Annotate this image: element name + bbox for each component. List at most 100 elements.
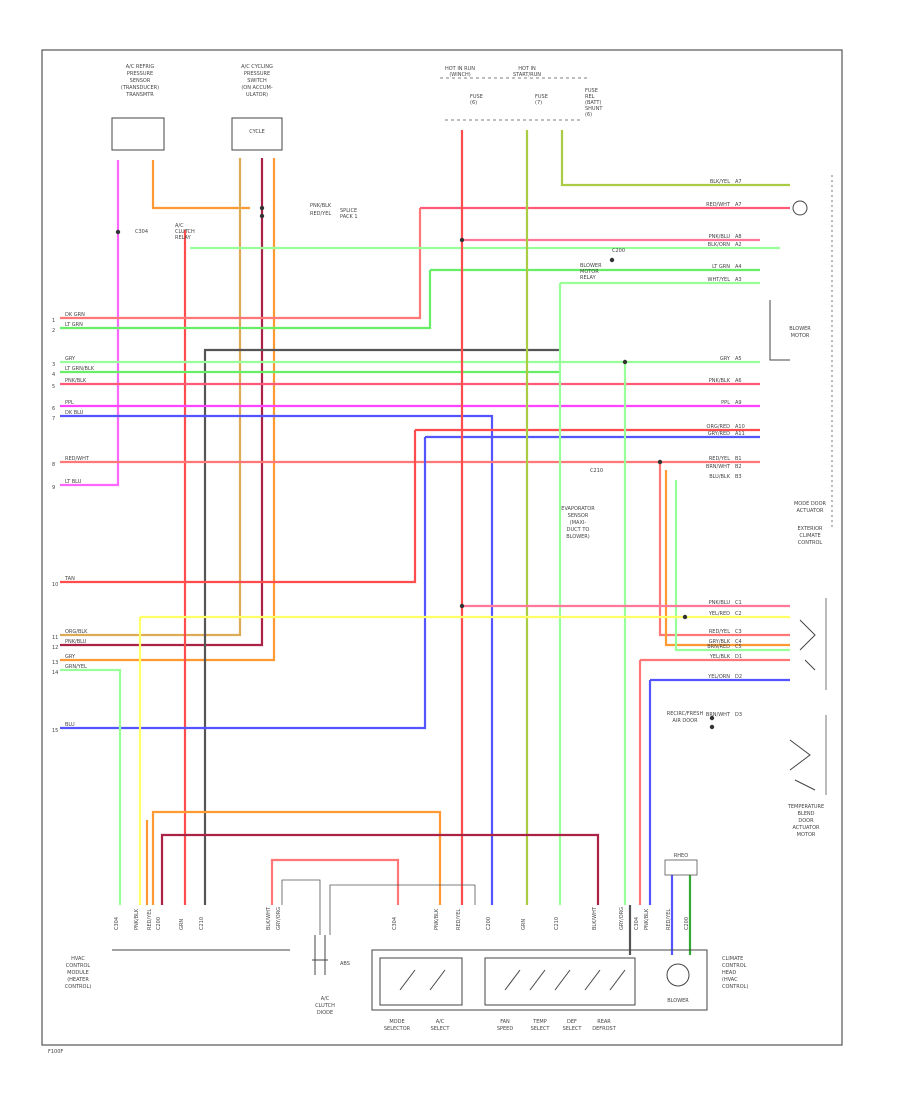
relay-label-3: RELAY	[175, 235, 192, 241]
wire-blue-1	[60, 414, 494, 905]
bottom-vertical-label: PNK/BLK	[134, 908, 140, 930]
right-pin-number: C3	[735, 629, 742, 635]
cycling-label-2: PRESSURE	[244, 71, 270, 77]
left-pin-number: 7	[52, 416, 55, 422]
wire-tan-mid	[60, 158, 242, 637]
evap-label-4: DUCT TO	[567, 527, 590, 533]
wire-darkred-mid	[60, 158, 264, 647]
splice-label-2: PACK 1	[340, 214, 358, 220]
hvac-label-5: CONTROL)	[65, 984, 91, 990]
tag-c210: C210	[590, 468, 603, 474]
wire-orange-right	[664, 470, 790, 647]
hvac-label-3: MODULE	[67, 970, 89, 976]
sw-label-fan: FAN	[500, 1019, 510, 1025]
wire-green-fuse3	[560, 130, 790, 187]
wires	[60, 130, 790, 955]
right-pin-number: A9	[735, 400, 742, 406]
splice-dot	[259, 205, 265, 211]
right-wire-label: PPL	[721, 400, 730, 406]
wire-red-right2	[638, 658, 790, 905]
cycling-label-1: A/C CYCLING	[241, 64, 273, 70]
left-pin-number: 6	[52, 406, 55, 412]
left-pin-number: 1	[52, 318, 55, 324]
left-wire-label: LT GRN/BLK	[65, 366, 95, 372]
diode-label-2: CLUTCH	[315, 1003, 335, 1009]
bottom-vertical-label: C200	[156, 917, 162, 930]
hvac-label-2: CONTROL	[66, 963, 91, 969]
splice-dot	[259, 213, 265, 219]
sw-label-mode: MODE	[389, 1019, 404, 1025]
wire-blue-3	[60, 437, 427, 730]
cycling-inner-label: CYCLE	[249, 129, 265, 135]
a-c-cycling-switch: A/C CYCLING PRESSURE SWITCH (ON ACCUM- U…	[231, 64, 283, 151]
right-wire-label: YEL/RED	[708, 611, 730, 617]
right-wire-label: BRN/WHT	[706, 464, 731, 470]
evap-label-3: (MAXI-	[570, 520, 587, 526]
bottom-vertical-label: C210	[199, 917, 205, 930]
cycling-label-4: (ON ACCUM-	[241, 85, 273, 91]
wire-blue-right	[648, 678, 790, 905]
hvac-label-1: HVAC	[71, 956, 85, 962]
sw-label-ac: A/C	[436, 1019, 445, 1025]
sw-label-selector: SELECTOR	[384, 1026, 411, 1032]
hvac-control-module: HVAC CONTROL MODULE (HEATER CONTROL)	[65, 949, 290, 990]
sw-label-temp: TEMP	[532, 1019, 547, 1025]
left-pin-number: 5	[52, 384, 55, 390]
left-wire-label: GRY	[65, 356, 76, 362]
left-pin-number: 13	[52, 660, 58, 666]
right-pin-number: A4	[735, 264, 742, 270]
temp-door-label-1: TEMPERATURE	[787, 804, 824, 810]
left-wire-label: GRN/YEL	[65, 664, 87, 670]
left-wire-label: ORG/BLK	[65, 629, 88, 635]
bottom-vertical-label: C210	[554, 917, 560, 930]
splice-label-1: SPLICE	[340, 208, 357, 214]
wire-gray-1	[203, 348, 560, 905]
right-pin-number: C1	[735, 600, 742, 606]
blower-motor-symbol	[792, 200, 808, 216]
air-inlet-label-3: CONTROL	[798, 540, 823, 546]
wire-orange-top	[151, 160, 250, 210]
splice-dot	[709, 715, 715, 721]
right-wire-label: BRN/RED	[707, 644, 730, 650]
sensor-label-2: PRESSURE	[127, 71, 153, 77]
left-wire-label: PNK/BLU	[65, 639, 87, 645]
right-wire-label: RED/YEL	[709, 456, 730, 462]
splice2-label-2: MOTOR	[580, 269, 599, 275]
mode-door-label-2: ACTUATOR	[796, 508, 824, 514]
blower-motor-label-1: BLOWER	[789, 326, 811, 332]
bottom-vertical-label: C304	[634, 917, 640, 930]
wire-red-down	[60, 208, 422, 320]
splice2-label-1: BLOWER	[580, 263, 602, 269]
right-pin-number: D1	[735, 654, 742, 660]
wire-red-6	[60, 430, 417, 584]
bottom-vertical-label: GRY/ORG	[276, 907, 282, 930]
control-head-label-5: CONTROL)	[722, 984, 748, 990]
left-pin-number: 8	[52, 462, 55, 468]
right-wire-label: GRY/BLK	[709, 639, 731, 645]
right-wire-label: RED/YEL	[709, 629, 730, 635]
climate-control-head: BLOWER CLIMATE CONTROL HEAD (HVAC CONTRO…	[371, 853, 748, 1032]
left-pin-number: 14	[52, 670, 58, 676]
control-head-box	[371, 949, 708, 1011]
fuse-2-label: FUSE	[535, 94, 548, 100]
right-pin-number: D2	[735, 674, 742, 680]
a-c-refrig-pressure-sensor: A/C REFRIG PRESSURE SENSOR (TRANSDUCER) …	[111, 64, 165, 151]
bottom-vertical-label: RED/YEL	[456, 909, 462, 930]
bottom-vertical-label: C200	[486, 917, 492, 930]
left-wire-label: GRY	[65, 654, 76, 660]
a-c-clutch-diode: ABS A/C CLUTCH DIODE	[312, 935, 350, 1016]
fuse-hot-run-2: (WINCH)	[449, 72, 470, 78]
right-wire-label: GRY	[720, 356, 731, 362]
cycling-label-3: SWITCH	[247, 78, 267, 84]
wire-red-low	[270, 858, 400, 905]
left-pin-number: 11	[52, 635, 58, 641]
wire-orange-mid	[60, 158, 276, 662]
wire-green-down	[60, 270, 432, 330]
left-pin-number: 12	[52, 645, 58, 651]
left-wire-label: PPL	[65, 400, 74, 406]
blower-symbol	[666, 963, 690, 987]
fuse-1-label: FUSE	[470, 94, 483, 100]
wire-green-left	[60, 668, 122, 905]
